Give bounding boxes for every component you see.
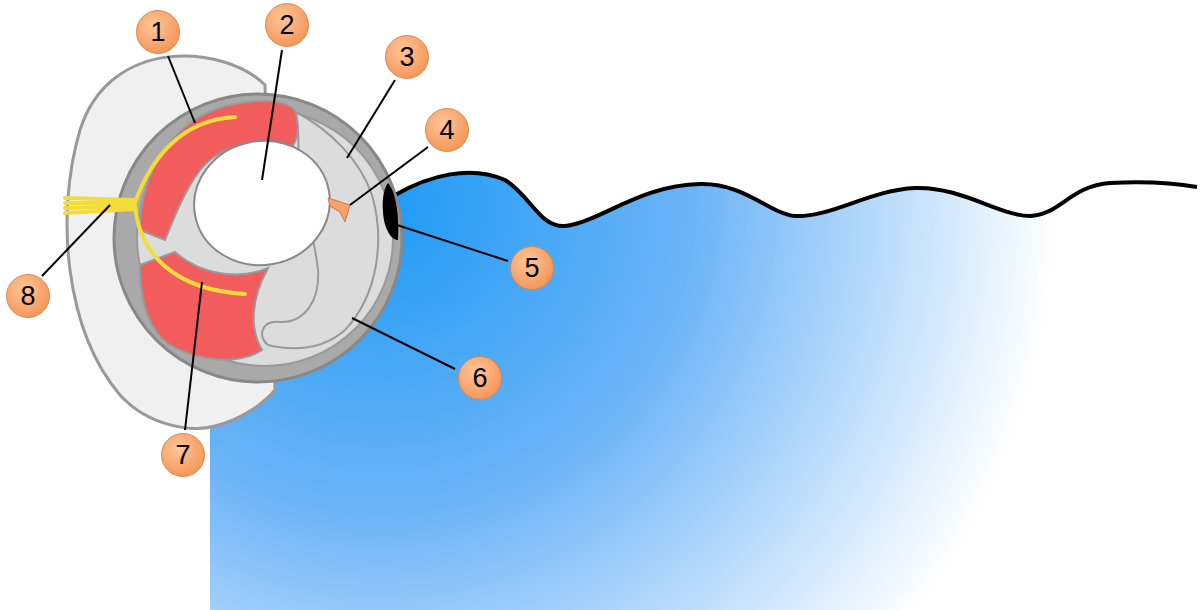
nerve: [65, 117, 245, 294]
callout-number: 2: [265, 3, 309, 47]
callout-number: 6: [458, 356, 502, 400]
hair-cell: [328, 198, 350, 222]
callout-text: 6: [472, 365, 487, 392]
opening: [383, 183, 399, 240]
callout-number: 3: [385, 35, 429, 79]
callout-number: 7: [161, 433, 205, 477]
callout-number: 5: [510, 246, 554, 290]
callout-text: 4: [439, 117, 454, 144]
callout-text: 2: [279, 12, 294, 39]
leader-lines: [42, 50, 508, 430]
callout-number: 4: [425, 108, 469, 152]
central-cavity: [184, 130, 339, 276]
callout-text: 8: [20, 283, 35, 310]
callout-number: 1: [136, 10, 180, 54]
callout-text: 5: [524, 255, 539, 282]
callout-number: 8: [6, 274, 50, 318]
callout-text: 1: [150, 19, 165, 46]
water-surface: [395, 173, 1197, 226]
lower-red-region: [140, 252, 268, 360]
callout-text: 3: [399, 44, 414, 71]
callout-text: 7: [175, 442, 190, 469]
